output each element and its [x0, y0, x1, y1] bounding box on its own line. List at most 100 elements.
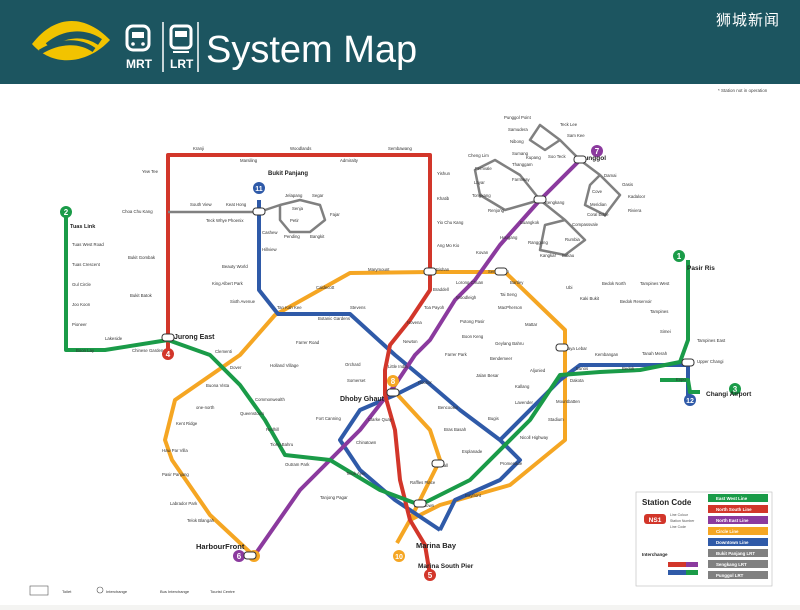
station-label[interactable]: Kupang — [526, 155, 541, 160]
station-label[interactable]: Raffles Place — [410, 480, 436, 485]
station-label[interactable]: Commonwealth — [255, 397, 285, 402]
station-label[interactable]: Teck Whye — [206, 218, 228, 223]
station-label[interactable]: Esplanade — [462, 449, 483, 454]
station-label[interactable]: Bangkit — [310, 234, 325, 239]
station-changi-airport[interactable]: Changi Airport — [706, 391, 752, 398]
station-label[interactable]: Lavender — [515, 400, 533, 405]
station-label[interactable]: Yishun — [437, 171, 451, 176]
station-label[interactable]: South View — [190, 202, 213, 207]
station-label[interactable]: Senja — [292, 206, 304, 211]
station-label[interactable]: Cove — [592, 189, 603, 194]
station-label[interactable]: Farmway — [512, 177, 531, 182]
station-label[interactable]: Pasir Panjang — [162, 472, 189, 477]
station-label[interactable]: Soo Teck — [548, 154, 566, 159]
station-label[interactable]: Bukit Gombak — [128, 255, 156, 260]
station-label[interactable]: Toa Payoh — [424, 305, 445, 310]
station-label[interactable]: Petir — [290, 218, 299, 223]
station-label[interactable]: Outram Park — [285, 462, 310, 467]
station-label[interactable]: Fernvale — [475, 166, 492, 171]
station-label[interactable]: Pending — [284, 234, 300, 239]
station-label[interactable]: Riviera — [628, 208, 642, 213]
station-label[interactable]: Expo — [676, 377, 686, 382]
station-label[interactable]: Chinatown — [356, 440, 377, 445]
station-label[interactable]: Ranggung — [528, 240, 548, 245]
station-label[interactable]: Segar — [312, 193, 324, 198]
station-label[interactable]: Kadaloor — [628, 194, 646, 199]
station-label[interactable]: Beauty World — [222, 264, 248, 269]
station-label[interactable]: Fort Canning — [316, 416, 341, 421]
station-label[interactable]: Lakeside — [105, 336, 123, 341]
station-label[interactable]: Layar — [474, 180, 485, 185]
station-label[interactable]: Stevens — [350, 305, 366, 310]
station-label[interactable]: Joo Koon — [72, 302, 91, 307]
station-label[interactable]: Bras Basah — [444, 427, 467, 432]
station-label[interactable]: Aljunied — [530, 368, 546, 373]
station-harbourfront[interactable]: HarbourFront — [196, 542, 245, 551]
station-label[interactable]: Mountbatten — [556, 399, 580, 404]
station-bukit-panjang[interactable]: Bukit Panjang — [268, 171, 308, 177]
station-punggol[interactable]: Punggol — [580, 155, 606, 162]
station-label[interactable]: Jalan Besar — [476, 373, 499, 378]
station-label[interactable]: Clementi — [215, 349, 232, 354]
station-label[interactable]: Marymount — [368, 267, 390, 272]
station-label[interactable]: Tuas Crescent — [72, 262, 101, 267]
station-label[interactable]: Bedok Reservoir — [620, 299, 652, 304]
station-label[interactable]: Sengkang — [545, 200, 565, 205]
station-label[interactable]: Woodleigh — [456, 295, 477, 300]
station-label[interactable]: Paya Lebar — [565, 346, 588, 351]
station-label[interactable]: Potong Pasir — [460, 319, 485, 324]
station-label[interactable]: Ang Mo Kio — [437, 243, 460, 248]
station-label[interactable]: Punggol Point — [504, 115, 532, 120]
station-label[interactable]: Cheng Lim — [468, 153, 489, 158]
station-label[interactable]: Tampines East — [697, 338, 726, 343]
station-label[interactable]: Kent Ridge — [176, 421, 198, 426]
station-label[interactable]: Cashew — [262, 230, 278, 235]
station-label[interactable]: Kallang — [515, 384, 530, 389]
station-label[interactable]: Telok Blangah — [187, 518, 215, 523]
station-label[interactable]: Farrer Road — [296, 340, 320, 345]
station-label[interactable]: Botanic Gardens — [318, 316, 350, 321]
station-label[interactable]: Nibong — [510, 139, 524, 144]
station-label[interactable]: Holland Village — [270, 363, 299, 368]
station-label[interactable]: Sumang — [512, 151, 529, 156]
station-label[interactable]: Boon Keng — [462, 334, 484, 339]
station-label[interactable]: Somerset — [347, 378, 366, 383]
station-label[interactable]: Bencoolen — [438, 405, 459, 410]
station-marina-south-pier[interactable]: Marina South Pier — [418, 563, 474, 570]
station-label[interactable]: Renjong — [488, 208, 505, 213]
station-label[interactable]: Tai Seng — [500, 292, 517, 297]
station-label[interactable]: Bendemeer — [490, 356, 513, 361]
station-tuas-link[interactable]: Tuas Link — [70, 224, 96, 230]
station-label[interactable]: Oasis — [622, 182, 633, 187]
station-label[interactable]: Admiralty — [340, 158, 359, 163]
station-label[interactable]: Redhill — [266, 427, 279, 432]
station-label[interactable]: Kovan — [476, 250, 489, 255]
station-pasir-ris[interactable]: Pasir Ris — [687, 265, 715, 272]
station-label[interactable]: Teck Lee — [560, 122, 578, 127]
station-label[interactable]: one-north — [196, 405, 215, 410]
station-label[interactable]: Hougang — [500, 235, 518, 240]
station-label[interactable]: Bartley — [510, 280, 524, 285]
station-label[interactable]: Tuas West Road — [72, 242, 104, 247]
station-label[interactable]: Tanjong Pagar — [320, 495, 348, 500]
station-label[interactable]: Woodlands — [290, 146, 311, 151]
station-label[interactable]: Sembawang — [388, 146, 412, 151]
station-label[interactable]: Kembangan — [595, 352, 619, 357]
station-label[interactable]: Sam Kee — [567, 133, 585, 138]
station-label[interactable]: Khatib — [437, 196, 450, 201]
station-label[interactable]: Ubi — [566, 285, 572, 290]
station-label[interactable]: Clarke Quay — [368, 417, 393, 422]
station-label[interactable]: Phoenix — [228, 218, 244, 223]
station-label[interactable]: Tan Kah Kee — [277, 305, 302, 310]
station-label[interactable]: Kaki Bukit — [580, 296, 600, 301]
station-label[interactable]: Little India — [388, 364, 408, 369]
station-label[interactable]: Orchard — [345, 362, 361, 367]
station-label[interactable]: Buangkok — [520, 220, 540, 225]
station-label[interactable]: Eunos — [576, 366, 588, 371]
station-label[interactable]: Pioneer — [72, 322, 87, 327]
station-label[interactable]: Newton — [403, 339, 418, 344]
station-label[interactable]: Nicoll Highway — [520, 435, 549, 440]
station-label[interactable]: Dakota — [570, 378, 584, 383]
station-dhoby-ghaut[interactable]: Dhoby Ghaut — [340, 396, 385, 403]
station-label[interactable]: Labrador Park — [170, 501, 198, 506]
